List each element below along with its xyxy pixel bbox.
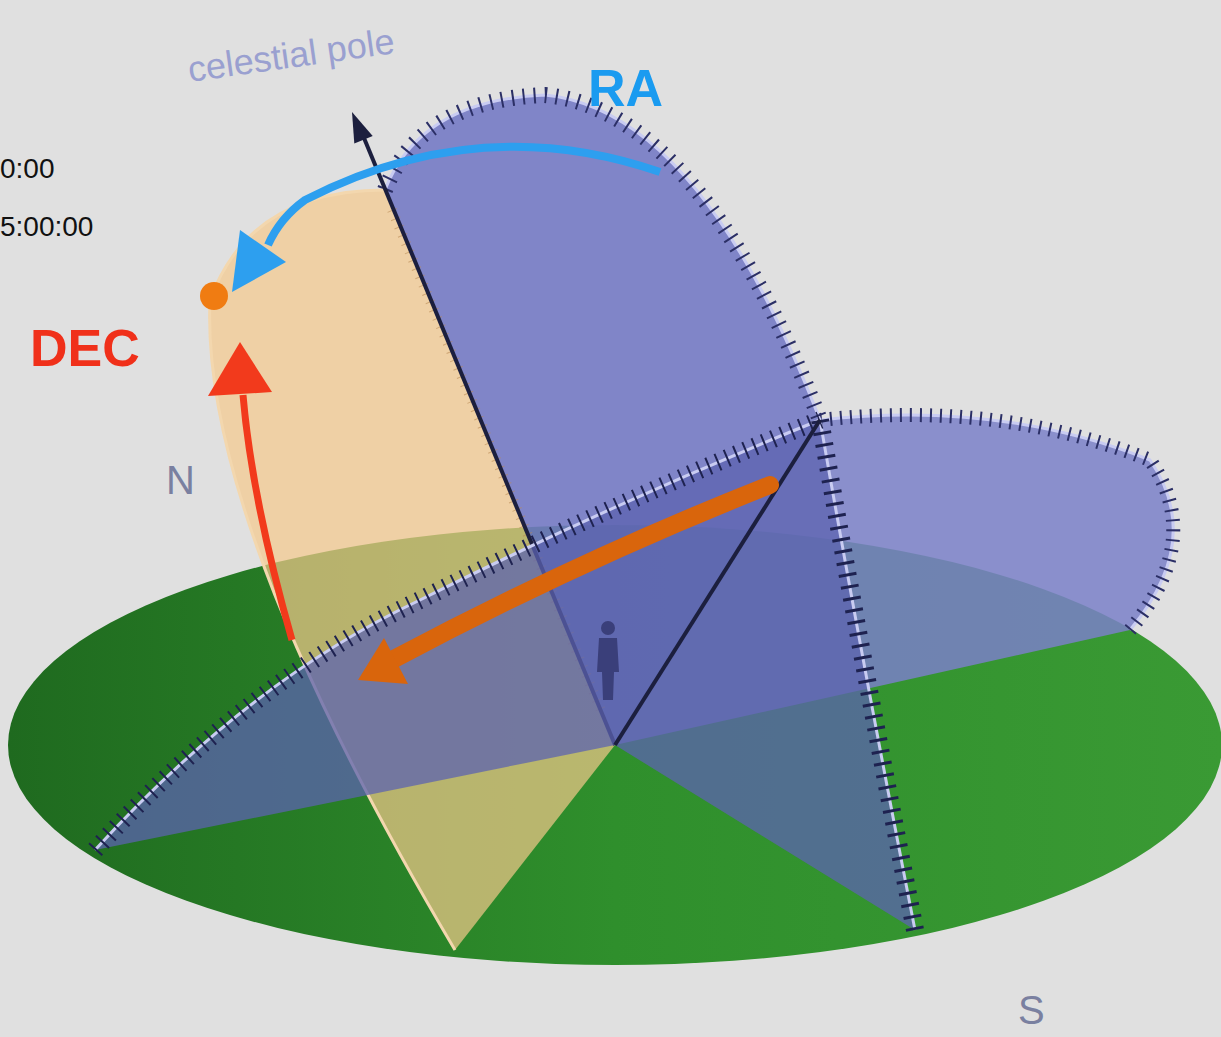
meridian-front-ticks [820, 420, 915, 930]
coordinate-value: 0:00 [0, 155, 55, 183]
observer-head [601, 621, 615, 635]
axis-label: celestial pole [185, 23, 396, 88]
star-marker [200, 282, 228, 310]
meridian-lower-edge [820, 415, 1173, 630]
observer-figure [597, 621, 619, 700]
equator-edge [95, 420, 915, 930]
celestial-pole-arrowhead [352, 112, 373, 144]
compass-label: N [166, 460, 195, 500]
meridian-radius [615, 420, 820, 745]
ra-label: RA [588, 62, 663, 114]
meridian-lower-ticks [820, 415, 1173, 630]
hour-angle-arrowhead [358, 638, 408, 684]
dec-label: DEC [30, 322, 140, 374]
equator-ticks [95, 420, 820, 850]
right-ascension-arrowhead [232, 230, 286, 292]
hour-circle-edge [210, 190, 455, 950]
equator-plane [95, 420, 915, 930]
hour-angle-arrow [392, 485, 770, 660]
coordinate-value: 5:00:00 [0, 213, 93, 241]
declination-arrow [243, 395, 292, 640]
declination-arrowhead [208, 342, 272, 396]
right-ascension-arrow [268, 147, 660, 245]
compass-label: S [1018, 990, 1045, 1030]
observer-body [597, 638, 619, 700]
